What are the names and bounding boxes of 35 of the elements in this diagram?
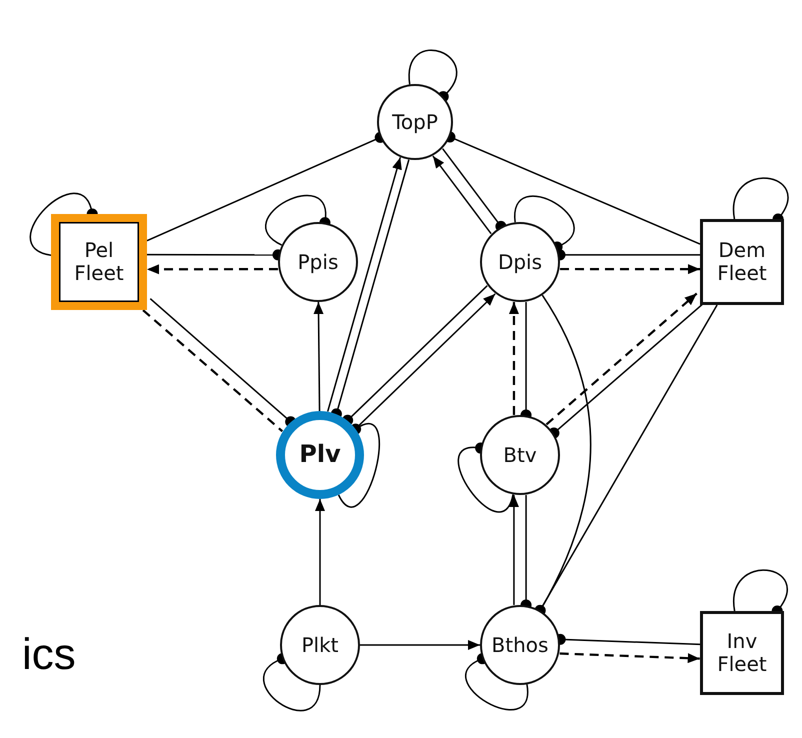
self-loop bbox=[458, 442, 514, 512]
self-loop bbox=[465, 653, 528, 710]
self-loop bbox=[263, 653, 321, 712]
arrow bbox=[327, 157, 402, 412]
fleet-box: Dem Fleet bbox=[700, 219, 784, 305]
dot-ended-line bbox=[150, 298, 296, 428]
self-loop bbox=[338, 423, 380, 508]
state-circle: Plv bbox=[276, 411, 364, 499]
state-circle: TopP bbox=[377, 84, 453, 160]
fleet-box: Pel Fleet bbox=[51, 214, 147, 310]
arrow bbox=[508, 494, 519, 606]
self-loop bbox=[30, 192, 98, 256]
dot-ended-line bbox=[548, 303, 704, 439]
arrow bbox=[560, 264, 700, 274]
state-circle: Plkt bbox=[280, 605, 360, 685]
connector-line bbox=[142, 309, 284, 432]
arrow bbox=[508, 302, 519, 416]
arrow bbox=[560, 652, 700, 664]
arrow bbox=[147, 264, 278, 274]
heading-fragment: ics bbox=[22, 630, 76, 680]
state-circle: Bthos bbox=[480, 605, 560, 685]
arrow bbox=[315, 499, 325, 605]
dot-ended-line bbox=[442, 148, 506, 232]
self-loop bbox=[408, 50, 457, 102]
dot-ended-line bbox=[342, 285, 488, 426]
state-circle: Ppis bbox=[278, 222, 358, 302]
arrow bbox=[314, 302, 324, 411]
self-loop bbox=[265, 194, 330, 246]
arrow bbox=[546, 292, 698, 426]
state-circle: Btv bbox=[480, 415, 560, 495]
state-circle: Dpis bbox=[480, 222, 560, 302]
fleet-box: Inv Fleet bbox=[700, 611, 784, 695]
arrow bbox=[360, 640, 480, 650]
arrow bbox=[432, 156, 492, 234]
dot-ended-line bbox=[534, 304, 718, 616]
